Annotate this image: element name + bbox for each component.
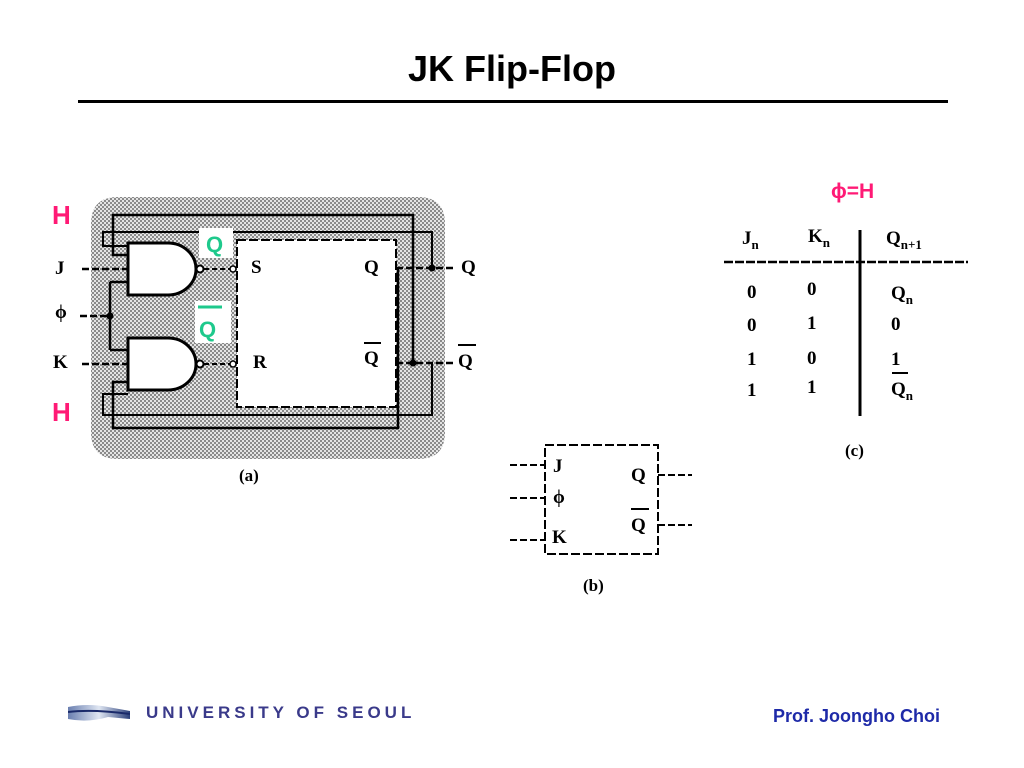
out-q-label: Q [461,257,476,278]
feedback-q-label: Q [206,232,223,257]
k-input-label: K [53,352,68,373]
figure-a: H H J ϕ K Q Q S R Q Q Q Q (a) [52,197,476,485]
fig-a-caption: (a) [239,466,259,485]
sr-q-label: Q [364,257,379,278]
title-underline [78,100,948,103]
b-pin-q: Q [631,465,646,486]
row3-k: 0 [807,348,817,369]
jk-symbol-box [544,444,659,555]
b-pin-j: J [553,456,563,477]
row3-j: 1 [747,349,757,370]
h-top-label: H [52,200,71,230]
qbar-junction-dot [409,359,417,367]
feedback-wire-inner-bottom [102,363,433,416]
row2-j: 0 [747,315,757,336]
feedback-wire-top [111,213,415,363]
sr-qbar-label: Q [364,348,379,369]
header-j: Jn [742,228,760,252]
s-input-bubble [229,265,237,273]
row4-q: Qn [891,379,914,403]
row4-k: 1 [807,377,817,398]
sr-latch-box [236,239,397,408]
j-input-label: J [55,258,65,279]
b-pin-phi: ϕ [553,487,565,508]
fig-c-caption: (c) [845,441,864,460]
figure-b: J ϕ K Q Q (b) [510,444,692,595]
university-name: UNIVERSITY OF SEOUL [146,703,416,722]
h-bottom-label: H [52,397,71,427]
header-q: Qn+1 [886,228,922,252]
sr-s-label: S [251,257,262,278]
header-k: Kn [808,226,831,250]
row1-j: 0 [747,282,757,303]
figure-c: ϕ=H Jn Kn Qn+1 0 0 Qn 0 1 0 1 0 1 1 1 Qn… [724,180,968,460]
phi-junction-dot [106,312,114,320]
row2-q: 0 [891,314,901,335]
row3-q: 1 [891,349,901,370]
out-qbar-label: Q [458,351,473,372]
b-pin-k: K [552,527,567,548]
feedback-qbar-label: Q [199,317,216,342]
row4-j: 1 [747,380,757,401]
r-input-bubble [229,360,237,368]
phi-input-label: ϕ [55,302,67,323]
feedback-q-bg [199,228,233,258]
q-junction-dot [428,264,436,272]
author-name: Prof. Joongho Choi [773,706,940,726]
feedback-wire-inner-top [102,231,433,268]
university-logo-icon [68,705,130,721]
b-pin-qbar: Q [631,515,646,536]
page-title: JK Flip-Flop [408,48,616,89]
row2-k: 1 [807,313,817,334]
nand-gate-top [126,241,198,297]
row1-k: 0 [807,279,817,300]
row1-q: Qn [891,283,914,307]
phi-condition: ϕ=H [831,180,874,203]
nand-gate-bottom [126,336,198,392]
nand-top-bubble [195,264,205,274]
feedback-wire-bottom [111,268,400,430]
sr-r-label: R [253,352,267,373]
nand-bottom-bubble [195,359,205,369]
fig-b-caption: (b) [583,576,604,595]
